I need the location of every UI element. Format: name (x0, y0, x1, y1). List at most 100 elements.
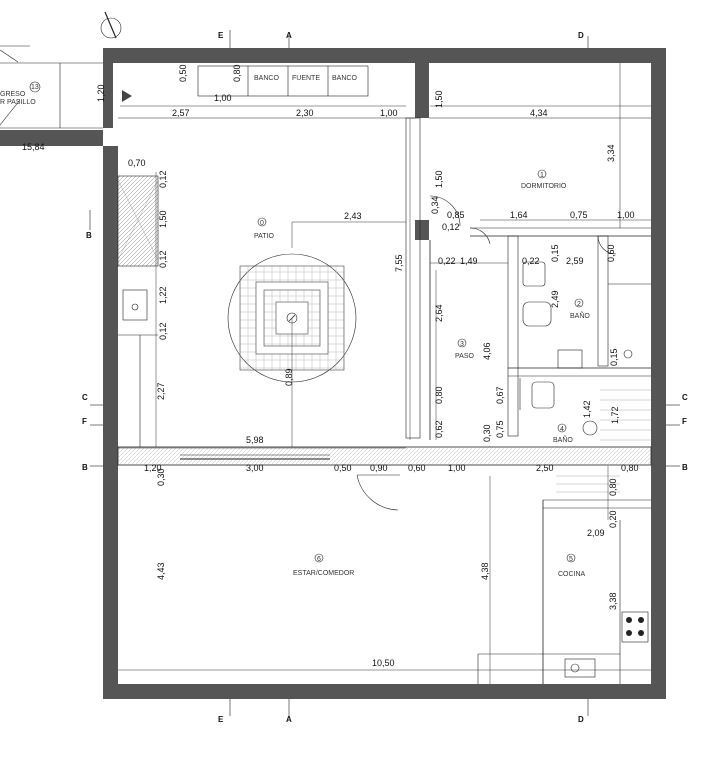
dim-012-b: 0,12 (158, 250, 168, 268)
dim-090: 0,90 (370, 463, 388, 473)
room-num-dormitorio: 1 (540, 172, 544, 179)
grid-label-b-left: B (82, 463, 88, 472)
dim-030: 0,30 (482, 424, 492, 442)
dim-034: 0,34 (430, 196, 440, 214)
dim-249: 2,49 (550, 290, 560, 308)
grid-label-d-top: D (578, 31, 584, 40)
room-num-patio: 0 (260, 220, 264, 227)
dim-100-b: 1,00 (617, 210, 635, 220)
room-label-estar: 6 ESTAR/COMEDOR (293, 553, 354, 577)
room-num-bano-small: 4 (560, 426, 564, 433)
dim-250: 2,50 (536, 463, 554, 473)
dim-012-d: 0,12 (442, 222, 460, 232)
grid-label-e-bottom: E (218, 715, 224, 724)
dim-122: 1,22 (158, 286, 168, 304)
windows (180, 454, 330, 460)
dim-100-c: 1,00 (448, 463, 466, 473)
dim-080-b: 0,80 (621, 463, 639, 473)
dim-150-b: 1,50 (158, 210, 168, 228)
dim-438: 4,38 (480, 562, 490, 580)
room-name-bano-small: BAÑO (553, 435, 573, 444)
room-label-paso: 3 PASO (455, 338, 474, 360)
dimension-texts: 0,50 0,80 1,00 2,57 2,30 1,00 4,34 1,20 … (22, 64, 639, 668)
grid-label-f-left: F (82, 417, 87, 426)
room-name-estar: ESTAR/COMEDOR (293, 570, 354, 577)
dim-443: 4,43 (156, 562, 166, 580)
dim-1584: 15,84 (22, 142, 45, 152)
room-name-dormitorio: DORMITORIO (521, 183, 567, 190)
room-label-patio: 0 PATIO (254, 217, 275, 240)
room-num-ingreso: 13 (31, 84, 39, 91)
grid-label-a-bottom: A (286, 715, 292, 724)
room-name-paso: PASO (455, 353, 474, 360)
room-label-cocina: 5 COCINA (558, 553, 586, 578)
stairs (556, 389, 651, 493)
room-name-patio: PATIO (254, 233, 275, 240)
dim-164: 1,64 (510, 210, 528, 220)
grid-label-f-right: F (682, 417, 687, 426)
dim-022-a: 0,22 (438, 256, 456, 266)
room-label-ingreso: 13 GRESO R PASILLO (0, 84, 39, 106)
dim-075-a: 0,75 (570, 210, 588, 220)
dim-062: 0,62 (434, 420, 444, 438)
dim-598: 5,98 (246, 435, 264, 445)
dim-075-b: 0,75 (495, 420, 505, 438)
label-banco-left: BANCO (254, 75, 279, 82)
dim-209: 2,09 (587, 528, 605, 538)
dim-050-top: 0,50 (178, 64, 188, 82)
dim-434: 4,34 (530, 108, 548, 118)
dim-149: 1,49 (460, 256, 478, 266)
dim-300: 3,00 (246, 463, 264, 473)
dim-334: 3,34 (606, 144, 616, 162)
grid-label-c-left: C (82, 393, 88, 402)
bench-fountain (197, 65, 369, 97)
room-num-bano-main: 2 (577, 301, 581, 308)
dim-406: 4,06 (482, 342, 492, 360)
room-name-bano-main: BAÑO (570, 311, 590, 320)
dim-012-a: 0,12 (158, 170, 168, 188)
dim-022-b: 0,22 (522, 256, 540, 266)
dim-100-a: 1,00 (380, 108, 398, 118)
room-num-estar: 6 (317, 556, 321, 563)
dim-172: 1,72 (610, 406, 620, 424)
dim-020: 0,20 (608, 510, 618, 528)
grid-label-a-top: A (286, 31, 292, 40)
dim-015-b: 0,15 (609, 348, 619, 366)
dim-012-c: 0,12 (158, 322, 168, 340)
interior-walls (117, 63, 652, 684)
dim-050-b: 0,50 (334, 463, 352, 473)
dim-080-a: 0,80 (434, 386, 444, 404)
dim-015-a: 0,15 (550, 244, 560, 262)
label-fuente: FUENTE (292, 75, 320, 82)
dim-089: 0,89 (284, 368, 294, 386)
dim-150-c: 1,50 (434, 170, 444, 188)
grid-label-c-right: C (682, 393, 688, 402)
dim-150-a: 1,50 (434, 90, 444, 108)
dim-060: 0,60 (606, 244, 616, 262)
grid-label-d-bottom: D (578, 715, 584, 724)
dim-142: 1,42 (582, 400, 592, 418)
grid-label-e-top: E (218, 31, 224, 40)
dim-070: 0,70 (128, 158, 146, 168)
kitchen-fixtures (564, 611, 649, 678)
dim-030-b: 0,30 (156, 468, 166, 486)
dim-257: 2,57 (172, 108, 190, 118)
dim-080-top: 0,80 (232, 64, 242, 82)
room-label-bano-main: 2 BAÑO (570, 298, 590, 320)
dim-120-left: 1,20 (96, 84, 106, 102)
dim-338: 3,38 (608, 592, 618, 610)
dim-060-b: 0,60 (408, 463, 426, 473)
dim-100-top: 1,00 (214, 93, 232, 103)
room-name-cocina: COCINA (558, 571, 586, 578)
dim-264: 2,64 (434, 304, 444, 322)
grid-label-b-right: B (682, 463, 688, 472)
label-banco-right: BANCO (332, 75, 357, 82)
dim-243: 2,43 (344, 211, 362, 221)
room-name-ingreso-2: R PASILLO (0, 99, 36, 106)
patio-storage (117, 175, 159, 447)
door-swings (356, 195, 617, 511)
dim-080-c: 0,80 (608, 478, 618, 496)
bathroom-fixtures (522, 261, 651, 436)
grid-label-b-mid: B (86, 231, 92, 240)
